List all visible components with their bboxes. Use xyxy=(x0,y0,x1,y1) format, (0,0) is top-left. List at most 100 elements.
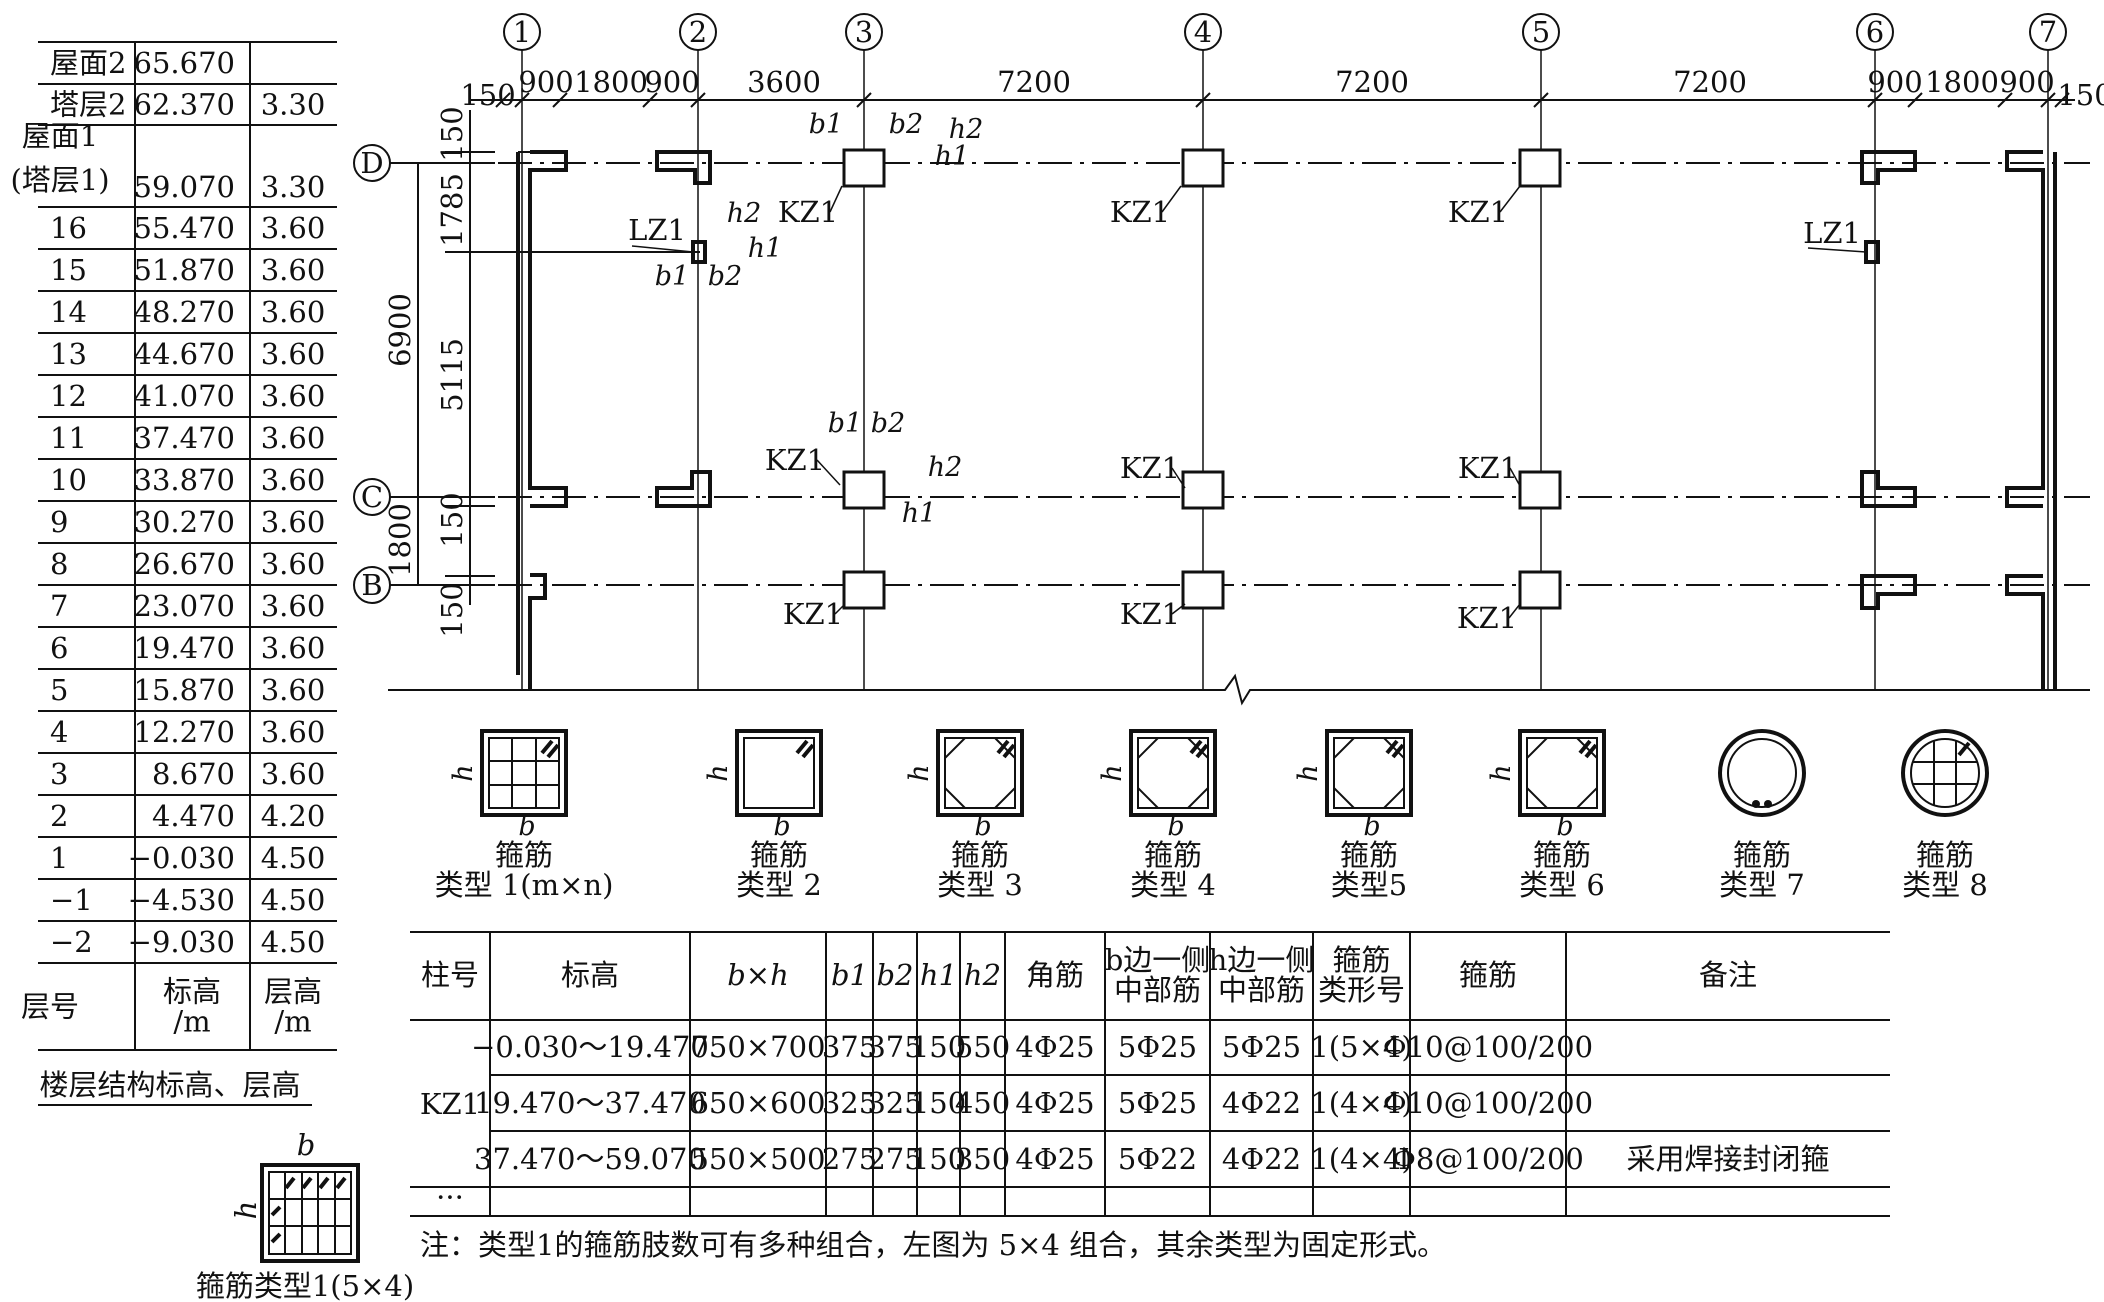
dim-sub-label: h2 xyxy=(949,114,984,145)
table-cell: 5Φ22 xyxy=(1118,1142,1197,1176)
leader-line xyxy=(816,459,841,486)
dim-tick xyxy=(1533,92,1549,108)
table-header: b×h xyxy=(727,958,789,992)
dim-tick xyxy=(2040,92,2056,108)
stirrup-name: 箍筋 xyxy=(1916,838,1974,872)
stirrup-name: 箍筋 xyxy=(1533,838,1591,872)
dim-h-label: h xyxy=(1097,764,1128,781)
dim-b-label: b xyxy=(518,811,535,842)
stirrup-type1-5x4-example: b h xyxy=(229,1128,360,1263)
floor-header-level: 层号 xyxy=(21,990,79,1024)
floor-level: 5 xyxy=(50,673,68,707)
stirrup-type-label: 类型 3 xyxy=(937,868,1023,902)
floor-level: 屋面2 xyxy=(50,46,126,80)
stirrup-outer xyxy=(1518,729,1606,817)
table-cell: 325 xyxy=(822,1086,877,1120)
stirrup-octagon xyxy=(1333,737,1405,809)
leader-line xyxy=(1508,603,1521,619)
dim-label: 150 xyxy=(435,582,469,637)
table-header: 备注 xyxy=(1699,958,1757,992)
dim-label: 7200 xyxy=(1673,65,1747,99)
dim-sub-label: b1 xyxy=(809,109,843,140)
dim-label: 900 xyxy=(644,65,699,99)
column-label: KZ1 xyxy=(765,443,825,477)
column-kz1 xyxy=(1181,470,1225,510)
column-label: KZ1 xyxy=(783,597,843,631)
dim-h-label: h xyxy=(1293,764,1324,781)
stirrup-name: 箍筋 xyxy=(1340,838,1398,872)
stirrup-name: 箍筋 xyxy=(951,838,1009,872)
dim-sub-label: h1 xyxy=(748,233,783,264)
axis-bubble xyxy=(503,13,541,51)
table-header: b1 xyxy=(831,958,868,992)
column-label: KZ1 xyxy=(778,195,838,229)
table-cell: 750×700 xyxy=(690,1030,825,1064)
axis-label: 5 xyxy=(1532,15,1550,49)
floor-height: 3.60 xyxy=(261,589,326,623)
dim-sub-label: b2 xyxy=(889,109,923,140)
axis-bubble xyxy=(1856,13,1894,51)
table-cell: 4Φ25 xyxy=(1015,1030,1094,1064)
floor-elevation: −4.530 xyxy=(128,883,235,917)
table-cell: 采用焊接封闭箍 xyxy=(1626,1142,1829,1176)
stirrup-octagon xyxy=(1526,737,1598,809)
dim-sub-label: b2 xyxy=(708,261,742,292)
leader-line xyxy=(1807,247,1867,253)
floor-height: 3.60 xyxy=(261,253,326,287)
table-header: 箍筋 xyxy=(1459,958,1517,992)
dim-b-label: b xyxy=(1363,811,1380,842)
column-label: KZ1 xyxy=(1120,451,1180,485)
dim-label: 900 xyxy=(1999,65,2054,99)
axis-bubble xyxy=(1184,13,1222,51)
column-kz1 xyxy=(842,470,886,510)
dim-tick xyxy=(495,92,511,108)
stirrup-type-7: 箍筋类型 7 xyxy=(1718,729,1806,902)
floor-height: 3.60 xyxy=(261,463,326,497)
table-cell: 375 xyxy=(867,1030,922,1064)
table-cell: 350 xyxy=(955,1142,1010,1176)
floor-elevation: 15.870 xyxy=(134,673,235,707)
floor-height: 3.60 xyxy=(261,631,326,665)
floor-header-height: /m xyxy=(274,1005,311,1039)
axis-bubble xyxy=(679,13,717,51)
leader-line xyxy=(1171,603,1186,615)
axis-bubble xyxy=(1522,13,1560,51)
table-cell: 150 xyxy=(911,1142,966,1176)
dim-h-label: h xyxy=(1486,764,1517,781)
floor-header-elev: /m xyxy=(173,1005,210,1039)
floor-level: 2 xyxy=(50,799,68,833)
floor-level: 13 xyxy=(50,337,87,371)
floor-level: 8 xyxy=(50,547,68,581)
axis-label: D xyxy=(360,146,383,180)
dim-label: 150 xyxy=(435,106,469,161)
dim-tick xyxy=(2054,92,2070,108)
table-cell: 4Φ25 xyxy=(1015,1086,1094,1120)
dim-tick xyxy=(1997,92,2013,108)
floor-height: 3.60 xyxy=(261,673,326,707)
dim-label: 1800 xyxy=(1925,65,1999,99)
floor-height: 4.50 xyxy=(261,925,326,959)
stirrup-outer xyxy=(480,729,568,817)
floor-table-caption: 楼层结构标高、层高 xyxy=(39,1068,300,1102)
small-column-label: LZ1 xyxy=(628,213,686,247)
table-cell: 1(5×4) xyxy=(1310,1030,1412,1064)
table-header: h2 xyxy=(964,958,1001,992)
table-cell: 4Φ22 xyxy=(1222,1086,1301,1120)
column-kz1 xyxy=(1181,570,1225,610)
floor-elevation: 55.470 xyxy=(134,211,235,245)
floor-elevation: 19.470 xyxy=(134,631,235,665)
dim-label: 150 xyxy=(2057,78,2104,112)
floor-level: 11 xyxy=(50,421,87,455)
stirrup-name: 箍筋 xyxy=(495,838,553,872)
stirrup-inner xyxy=(1910,738,1980,808)
dim-b-label: b xyxy=(773,811,790,842)
floor-elevation: 41.070 xyxy=(134,379,235,413)
floor-level: 屋面1 xyxy=(22,119,98,153)
table-header: 箍筋 xyxy=(1332,943,1390,977)
dim-b-label: b xyxy=(1167,811,1184,842)
leader-line xyxy=(1509,467,1521,487)
